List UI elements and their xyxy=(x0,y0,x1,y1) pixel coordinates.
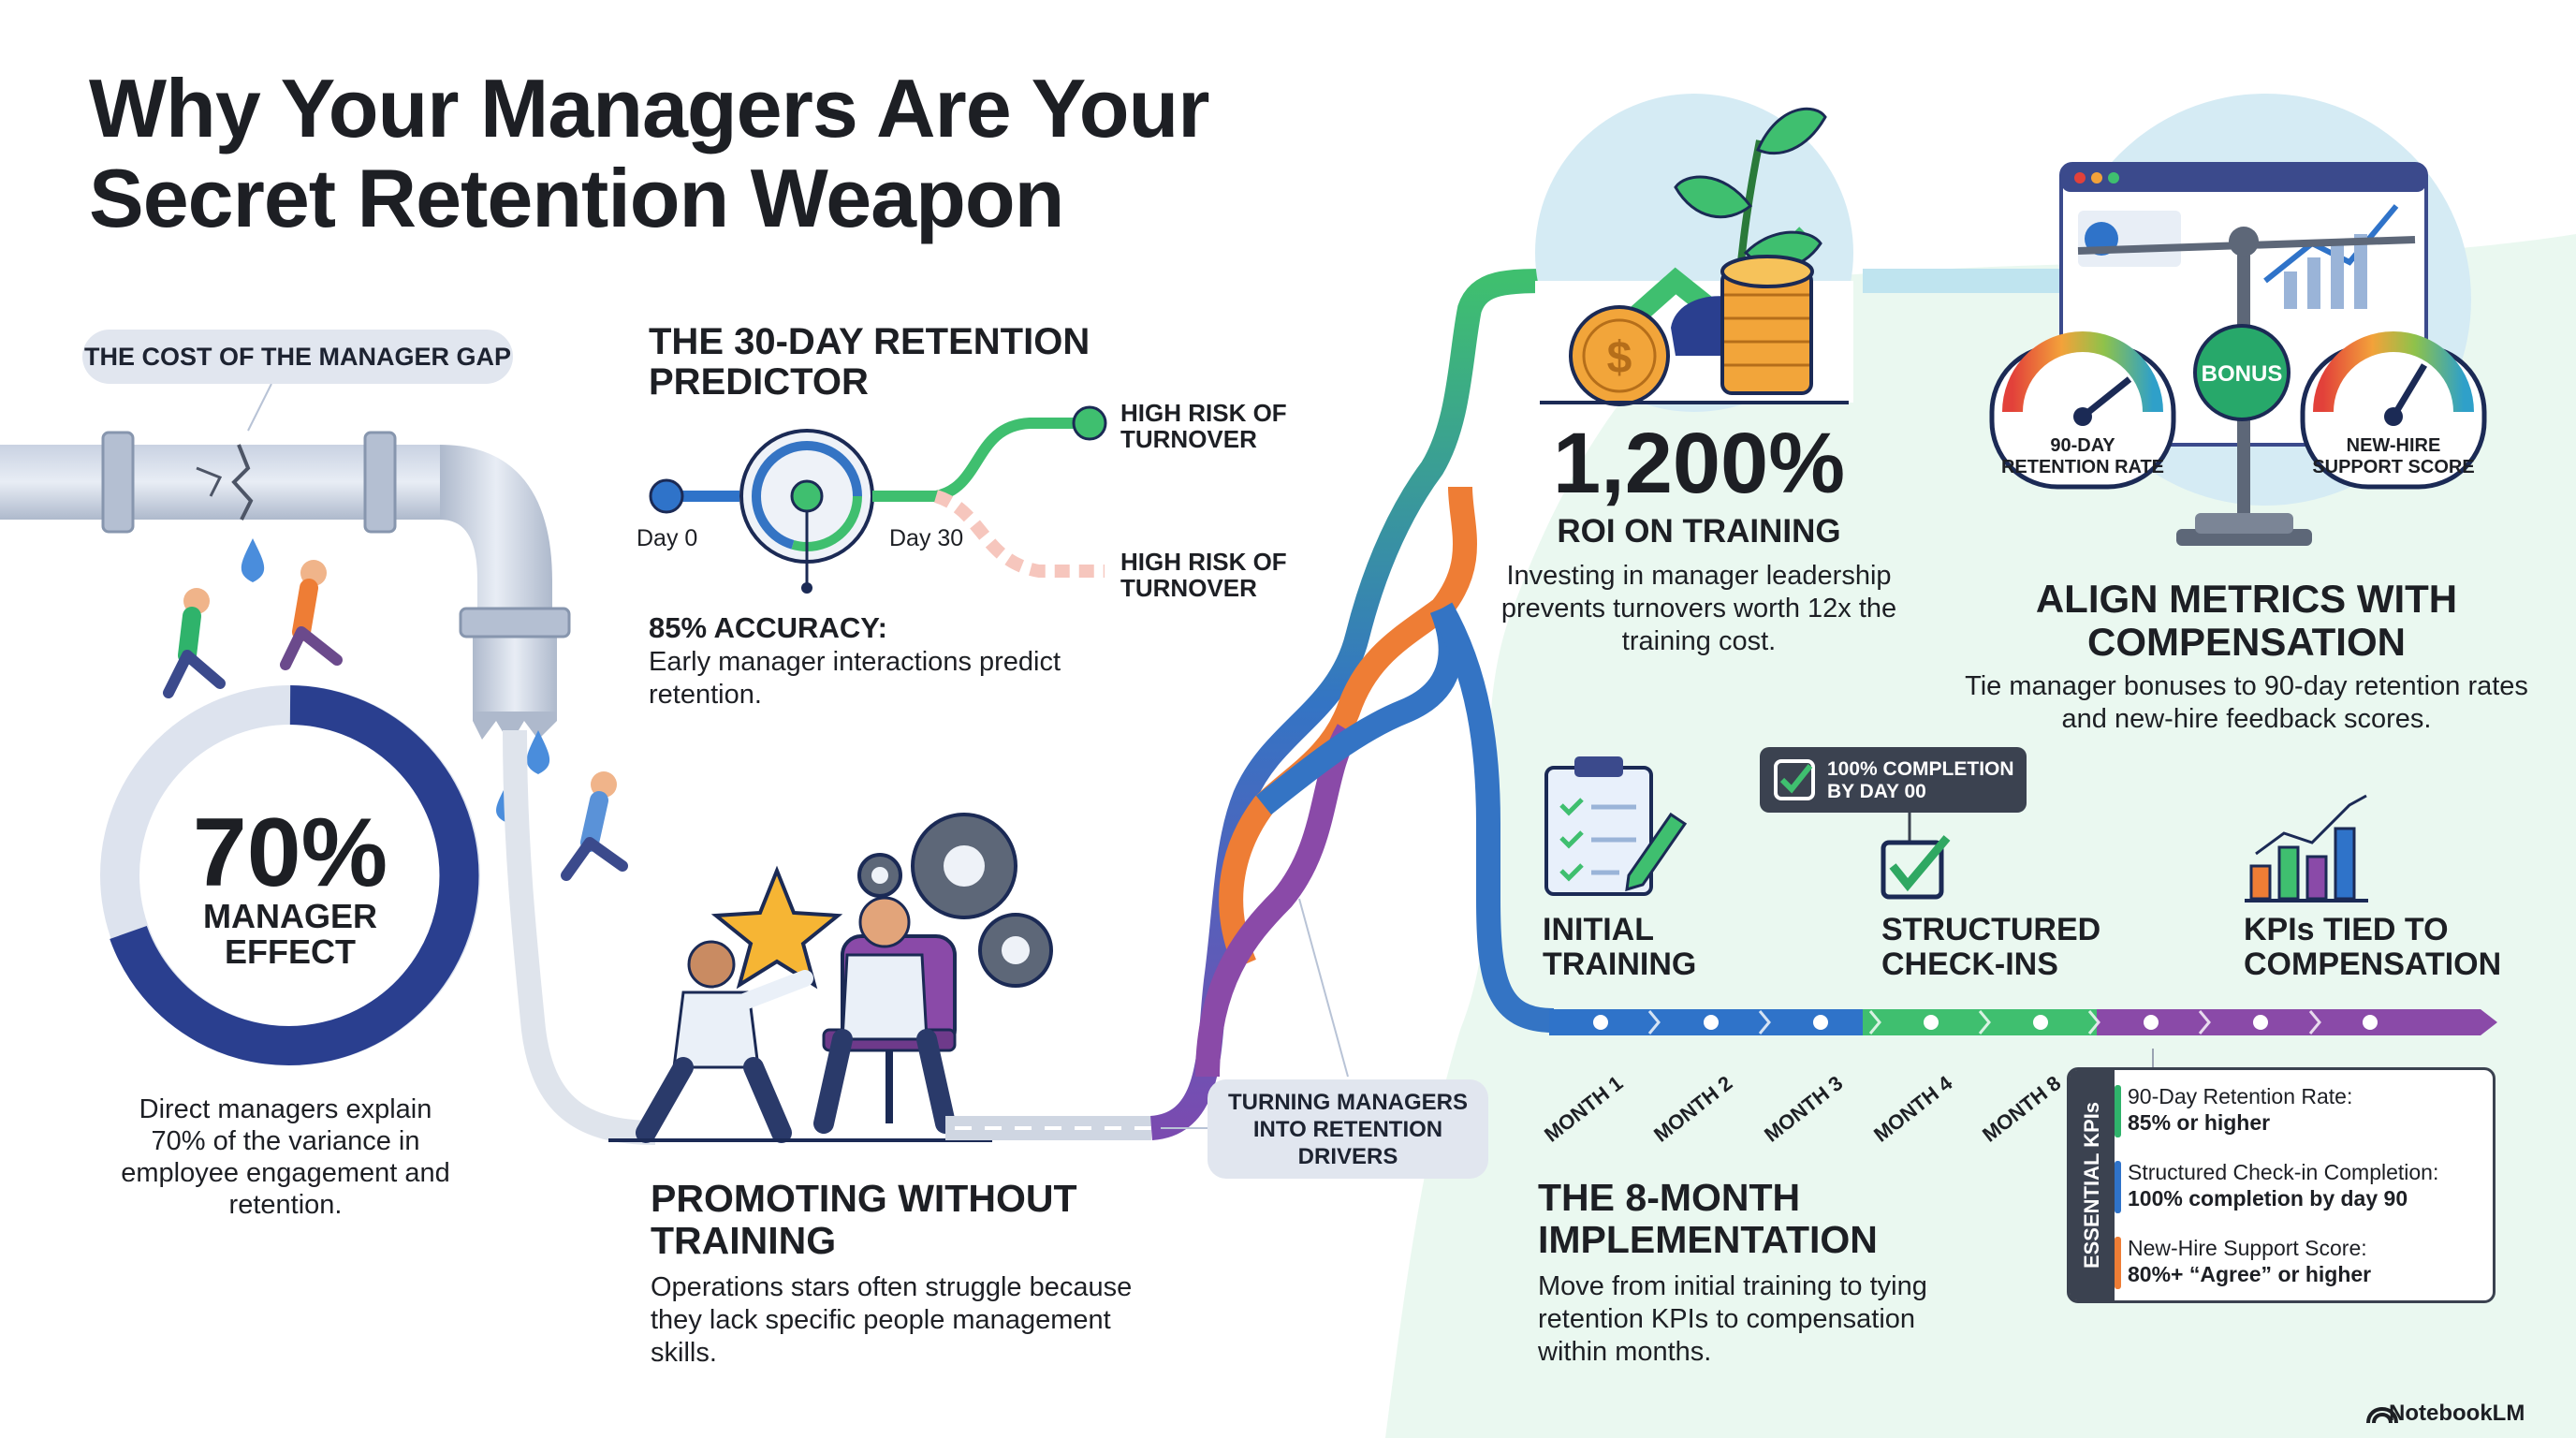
essential-kpis-side: ESSENTIAL KPIs xyxy=(2070,1070,2115,1300)
kpi-color-bar xyxy=(2115,1161,2121,1213)
svg-text:$: $ xyxy=(1607,333,1632,383)
bonus-label: BONUS xyxy=(2201,361,2283,387)
kpi-row: Structured Check-in Completion: 100% com… xyxy=(2115,1159,2483,1213)
kpi-row: 90-Day Retention Rate: 85% or higher xyxy=(2115,1083,2483,1137)
risk-top-label: HIGH RISK OF TURNOVER xyxy=(1120,399,1287,453)
manager-effect-description: Direct managers explain 70% of the varia… xyxy=(121,1094,450,1220)
roi-heading: ROI ON TRAINING xyxy=(1557,513,1841,550)
align-heading: ALIGN METRICS WITH COMPENSATION xyxy=(2035,577,2458,664)
roi-stat: 1,200% xyxy=(1552,416,1846,511)
align-text: Tie manager bonuses to 90-day retention … xyxy=(1965,671,2528,734)
kpi-value: 100% completion by day 90 xyxy=(2128,1186,2408,1211)
turning-managers-label: TURNING MANAGERS INTO RETENTION DRIVERS xyxy=(1208,1079,1488,1179)
notebooklm-brand: NotebookLM xyxy=(2389,1401,2525,1426)
check-icon xyxy=(1774,759,1815,800)
bar-chart-icon xyxy=(2245,794,2368,902)
checkbox-icon xyxy=(1881,835,1951,900)
clipboard-icon xyxy=(1544,756,1688,896)
manager-effect-stat: 70% xyxy=(192,799,388,907)
accuracy-text: Early manager interactions predict reten… xyxy=(649,647,1061,710)
gauge-left-icon xyxy=(1989,331,2176,490)
completion-callout: 100% COMPLETION BY DAY 00 xyxy=(1760,747,2027,813)
kpi-color-bar xyxy=(2115,1085,2121,1137)
kpi-value: 80%+ “Agree” or higher xyxy=(2128,1262,2372,1286)
notebooklm-logo-icon xyxy=(2366,1407,2398,1424)
kpi-value: 85% or higher xyxy=(2128,1110,2271,1135)
predictor-heading: THE 30-DAY RETENTION PREDICTOR xyxy=(649,321,1090,403)
kpi-name: New-Hire Support Score: xyxy=(2128,1236,2367,1260)
completion-callout-text: 100% COMPLETION BY DAY 00 xyxy=(1827,758,2014,802)
gauge-right-icon xyxy=(2300,331,2487,490)
risk-bottom-label: HIGH RISK OF TURNOVER xyxy=(1120,548,1287,602)
day-0-label: Day 0 xyxy=(637,525,698,551)
step-initial-training: INITIAL TRAINING xyxy=(1543,912,1697,982)
essential-kpis-label: ESSENTIAL KPIs xyxy=(2080,1101,2103,1269)
kpi-name: Structured Check-in Completion: xyxy=(2128,1160,2439,1184)
kpi-row: New-Hire Support Score: 80%+ “Agree” or … xyxy=(2115,1235,2483,1289)
gauge-left-label: 90-DAY RETENTION RATE xyxy=(2000,435,2165,477)
implementation-text: Move from initial training to tying rete… xyxy=(1538,1271,1927,1367)
donut-70-arc xyxy=(110,685,479,1065)
running-people-icon xyxy=(163,560,628,881)
kpi-name: 90-Day Retention Rate: xyxy=(2128,1084,2353,1108)
implementation-heading: THE 8-MONTH IMPLEMENTATION xyxy=(1538,1176,1878,1261)
step-kpis-tied: KPIs TIED TO COMPENSATION xyxy=(2244,912,2502,982)
page-title: Why Your Managers Are Your Secret Retent… xyxy=(89,62,1210,244)
step-structured-check-ins: STRUCTURED CHECK-INS xyxy=(1881,912,2101,982)
manager-effect-label: MANAGER EFFECT xyxy=(203,897,377,971)
cost-gap-label: THE COST OF THE MANAGER GAP xyxy=(82,330,513,384)
essential-kpis-panel: ESSENTIAL KPIs 90-Day Retention Rate: 85… xyxy=(2067,1067,2496,1303)
day-30-label: Day 30 xyxy=(889,525,964,551)
promotion-illustration-icon xyxy=(608,813,1053,1143)
kpi-color-bar xyxy=(2115,1237,2121,1289)
promoting-heading: PROMOTING WITHOUT TRAINING xyxy=(651,1177,1077,1262)
accuracy-heading: 85% ACCURACY: xyxy=(649,611,887,644)
roi-text: Investing in manager leadership prevents… xyxy=(1500,561,1897,656)
gauge-right-label: NEW-HIRE SUPPORT SCORE xyxy=(2312,435,2475,477)
promoting-text: Operations stars often struggle because … xyxy=(651,1272,1133,1368)
